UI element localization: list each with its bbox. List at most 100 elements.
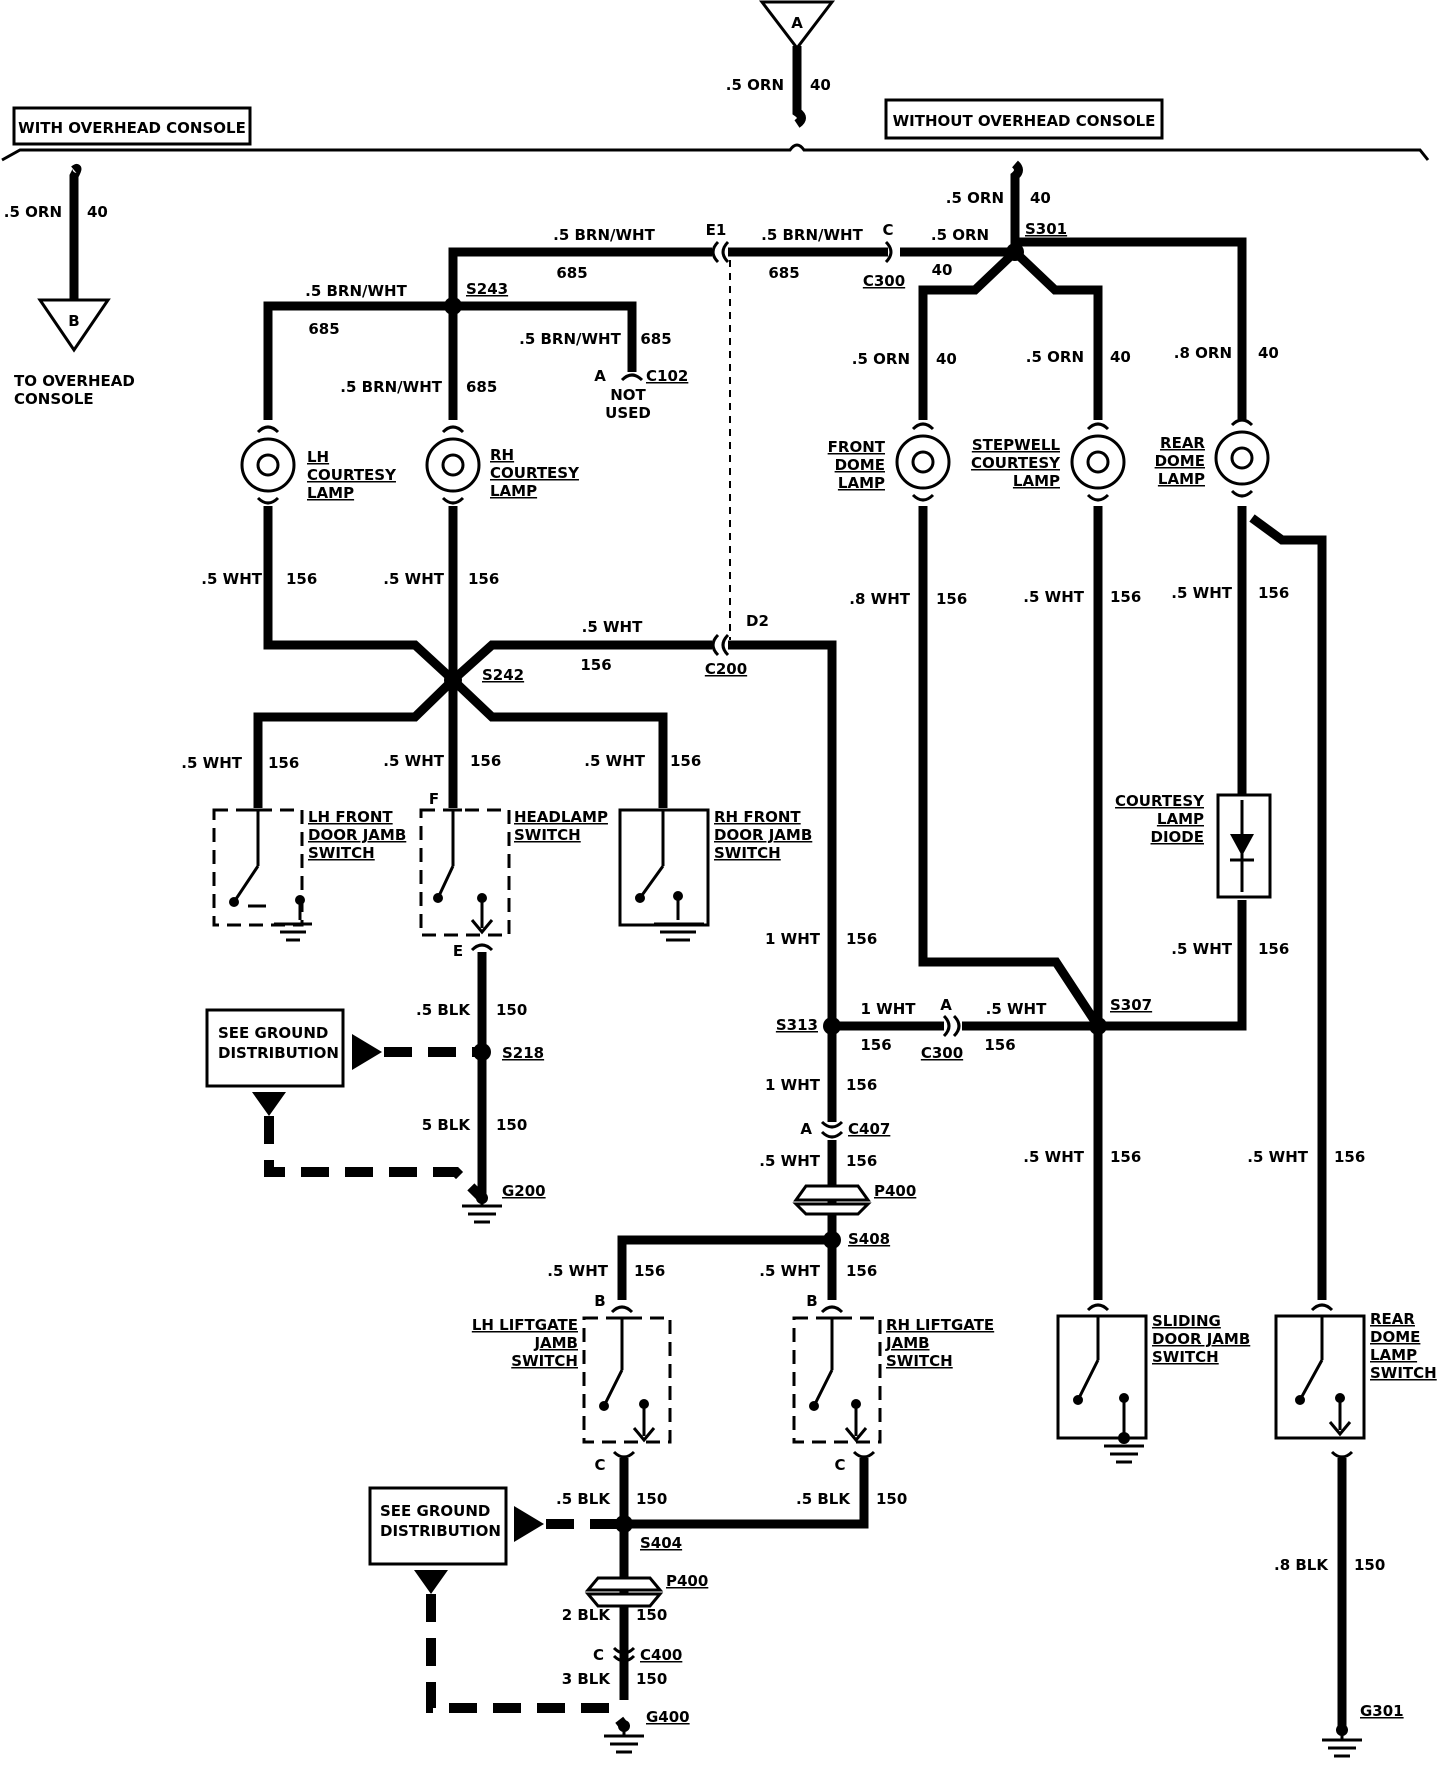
- wire-size-label: .8 BLK: [1274, 1556, 1329, 1574]
- switch-label: RH LIFTGATE: [886, 1316, 994, 1334]
- with-console-box: [12, 106, 252, 146]
- wire-size-label: .5 BLK: [796, 1490, 851, 1508]
- wire-size-label: .5 WHT: [383, 752, 444, 770]
- lamp-label: RH: [490, 446, 514, 464]
- ground-g301: [1322, 1724, 1362, 1758]
- circuit-label: 156: [470, 752, 501, 770]
- connector-label: C: [594, 1456, 605, 1474]
- wire-size-label: .8 ORN: [1174, 344, 1232, 362]
- connector-label: A: [940, 996, 952, 1014]
- lamp-label: LAMP: [1158, 470, 1205, 488]
- circuit-label: 156: [1110, 1148, 1141, 1166]
- circuit-label: 156: [1258, 940, 1289, 958]
- switch-label: SWITCH: [1152, 1348, 1219, 1366]
- ground-label: G200: [502, 1182, 546, 1200]
- connector-label: A: [800, 1120, 812, 1138]
- wire-size-label: .5 WHT: [383, 570, 444, 588]
- circuit-label: 156: [268, 754, 299, 772]
- diode-label: COURTESY: [1115, 792, 1205, 810]
- switch-label: SWITCH: [714, 844, 781, 862]
- switch-label: REAR: [1370, 1310, 1415, 1328]
- lamp-label: DOME: [1155, 452, 1205, 470]
- switch-label: DOOR JAMB: [1152, 1330, 1250, 1348]
- lamp-label: COURTESY: [971, 454, 1061, 472]
- connector-label: C: [834, 1456, 845, 1474]
- circuit-label: 156: [286, 570, 317, 588]
- connector-label: C200: [705, 660, 747, 678]
- wire-size-label: .5 WHT: [584, 752, 645, 770]
- lamp-label: STEPWELL: [972, 436, 1061, 454]
- connector-label: E1: [706, 221, 727, 239]
- splice-label: S307: [1110, 996, 1152, 1014]
- wire-size-label: .5 WHT: [1171, 584, 1232, 602]
- circuit-label: 156: [1110, 588, 1141, 606]
- lamp-label: DOME: [835, 456, 885, 474]
- switch-label: SWITCH: [511, 1352, 578, 1370]
- connector-label: B: [806, 1292, 817, 1310]
- wire-size-label: .5 ORN: [4, 203, 62, 221]
- wire-size-label: .5 WHT: [1023, 1148, 1084, 1166]
- wire-size-label: .5 ORN: [726, 76, 784, 94]
- connector-label: C407: [848, 1120, 890, 1138]
- svg-text:B: B: [68, 312, 79, 330]
- wire-size-label: .5 WHT: [1171, 940, 1232, 958]
- wire-size-label: .5 ORN: [931, 226, 989, 244]
- splice-label: S243: [466, 280, 508, 298]
- headlamp-switch: [419, 808, 511, 937]
- connector-a-label: A: [791, 14, 803, 32]
- wire-size-label: .5 WHT: [547, 1262, 608, 1280]
- circuit-label: 40: [932, 261, 953, 279]
- splice-label: S242: [482, 666, 524, 684]
- splice-label: S313: [776, 1016, 818, 1034]
- wire-size-label: .5 BRN/WHT: [761, 226, 863, 244]
- wire-size-label: .5 WHT: [1247, 1148, 1308, 1166]
- lh-courtesy-lamp: [240, 425, 296, 505]
- circuit-label: 150: [636, 1670, 667, 1688]
- ground-distribution-box: [368, 1486, 508, 1566]
- connector-label: P400: [666, 1572, 708, 1590]
- lh-liftgate-jamb-switch: [582, 1316, 672, 1444]
- circuit-label: 156: [846, 930, 877, 948]
- switch-label: DOOR JAMB: [308, 826, 406, 844]
- connector-label: F: [429, 790, 439, 808]
- splice-s218: [473, 1043, 491, 1061]
- sliding-door-jamb-switch: [1056, 1314, 1148, 1464]
- wire-size-label: .5 ORN: [1026, 348, 1084, 366]
- wire-size-label: .5 WHT: [759, 1152, 820, 1170]
- wire-size-label: 1 WHT: [765, 930, 821, 948]
- circuit-label: 156: [1258, 584, 1289, 602]
- wire-size-label: 1 WHT: [765, 1076, 821, 1094]
- wire-size-label: .5 BRN/WHT: [519, 330, 621, 348]
- circuit-label: 150: [1354, 1556, 1385, 1574]
- ground-label: G400: [646, 1708, 690, 1726]
- switch-label: JAMB: [533, 1334, 578, 1352]
- connector-b: B: [37, 298, 111, 353]
- circuit-label: 156: [580, 656, 611, 674]
- without-console-box: [884, 98, 1164, 140]
- without-console-title: WITHOUT OVERHEAD CONSOLE: [893, 112, 1156, 130]
- wire-size-label: .5 WHT: [201, 570, 262, 588]
- circuit-label: 40: [1258, 344, 1279, 362]
- circuit-label: 40: [936, 350, 957, 368]
- circuit-label: 156: [860, 1036, 891, 1054]
- lamp-label: COURTESY: [490, 464, 580, 482]
- lamp-label: LAMP: [490, 482, 537, 500]
- top-connector-a: A: [758, 0, 836, 51]
- stepwell-courtesy-lamp: [1070, 422, 1126, 502]
- wire-size-label: .5 ORN: [946, 189, 1004, 207]
- with-console-title: WITH OVERHEAD CONSOLE: [18, 119, 246, 137]
- wire-size-label: .5 BLK: [416, 1001, 471, 1019]
- connector-label: B: [594, 1292, 605, 1310]
- ground-distribution-label: DISTRIBUTION: [218, 1044, 339, 1062]
- circuit-label: 156: [936, 590, 967, 608]
- splice-label: S408: [848, 1230, 890, 1248]
- circuit-label: 685: [768, 264, 799, 282]
- splice-label: S218: [502, 1044, 544, 1062]
- wire-size-label: .5 BRN/WHT: [553, 226, 655, 244]
- circuit-label: 685: [640, 330, 671, 348]
- wire-size-label: 2 BLK: [562, 1606, 612, 1624]
- circuit-label: 150: [636, 1606, 667, 1624]
- switch-label: SWITCH: [1370, 1364, 1437, 1382]
- rear-dome-lamp: [1214, 418, 1270, 498]
